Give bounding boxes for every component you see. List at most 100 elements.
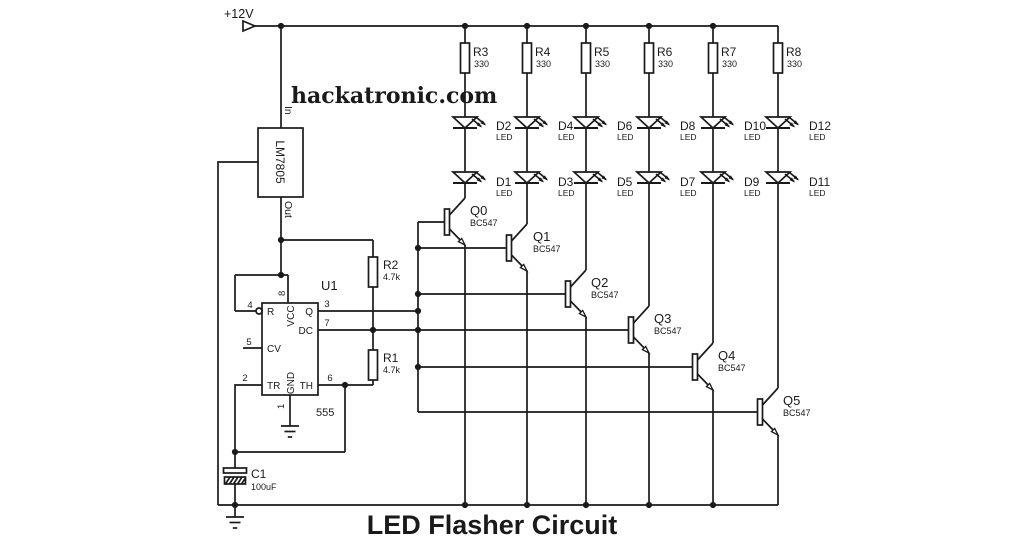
resistor-symbol — [367, 256, 379, 288]
resistor-r7: R7 330 — [707, 42, 737, 74]
regulator-part-label: LM7805 — [273, 140, 287, 184]
led-name: D12 — [809, 119, 831, 133]
led-icon — [573, 116, 608, 129]
led-d7: D7 LED — [636, 171, 697, 198]
led-d3: D3 LED — [514, 171, 575, 198]
pin-name-trigger: TR — [267, 381, 280, 392]
transistor-name: Q2 — [591, 275, 608, 290]
transistor-part: BC547 — [718, 363, 746, 373]
pin-num-control: 5 — [246, 337, 251, 348]
resistor-symbol — [580, 42, 592, 74]
npn-transistor-icon — [443, 197, 466, 246]
junction-dots — [231, 22, 717, 509]
led-icon — [452, 116, 487, 129]
resistor-name: R1 — [383, 351, 399, 365]
reset-inversion-bubble-icon — [255, 307, 263, 315]
pin-name-control: CV — [267, 344, 281, 355]
led-name: D3 — [558, 175, 574, 189]
led-name: D5 — [617, 175, 633, 189]
resistor-symbol — [521, 42, 533, 74]
led-type: LED — [809, 132, 826, 142]
transistor-part: BC547 — [783, 408, 811, 418]
led-type: LED — [617, 188, 634, 198]
led-type: LED — [617, 132, 634, 142]
resistor-name: R8 — [786, 45, 802, 59]
resistor-value: 330 — [658, 59, 673, 69]
resistor-r8: R8 330 — [772, 42, 802, 74]
resistor-value: 4.7k — [383, 365, 401, 375]
power-arrow-icon — [242, 19, 258, 33]
transistor-q4: Q4 BC547 — [691, 342, 746, 391]
regulator-body — [257, 127, 304, 198]
resistor-name: R3 — [473, 45, 489, 59]
led-icon — [765, 171, 800, 184]
transistor-part: BC547 — [470, 218, 498, 228]
ground-icon — [225, 516, 245, 529]
led-icon — [514, 171, 549, 184]
capacitor-value: 100uF — [251, 482, 277, 492]
led-type: LED — [809, 188, 826, 198]
led-name: D2 — [496, 119, 512, 133]
resistor-value: 330 — [536, 59, 551, 69]
led-type: LED — [680, 132, 697, 142]
led-d8: D8 LED — [636, 116, 697, 142]
led-icon — [452, 171, 487, 184]
led-type: LED — [496, 188, 513, 198]
led-type: LED — [558, 188, 575, 198]
npn-transistor-icon — [564, 269, 587, 318]
pin-name-ground: GND — [286, 372, 297, 394]
resistor-r4: R4 330 — [521, 42, 551, 74]
led-d12: D12 LED — [765, 116, 831, 142]
resistor-r6: R6 330 — [643, 42, 673, 74]
pin-name-output: Q — [305, 307, 313, 318]
led-icon — [636, 171, 671, 184]
pin-name-discharge: DC — [299, 326, 313, 337]
led-icon — [573, 171, 608, 184]
led-icon — [514, 116, 549, 129]
led-type: LED — [744, 132, 761, 142]
resistor-symbol — [367, 349, 379, 381]
resistor-name: R5 — [594, 45, 610, 59]
resistor-symbol — [643, 42, 655, 74]
page-title: LED Flasher Circuit — [367, 510, 618, 540]
ic-part-number: 555 — [316, 407, 334, 419]
regulator-pin-in-label: In — [282, 106, 294, 115]
wire-r2-branch — [281, 239, 374, 385]
led-icon — [636, 116, 671, 129]
resistor-name: R4 — [535, 45, 551, 59]
npn-transistor-icon — [756, 387, 779, 436]
power-supply: +12V — [224, 7, 258, 33]
ground-icon — [280, 425, 300, 438]
resistor-name: R7 — [721, 45, 737, 59]
resistor-r5: R5 330 — [580, 42, 610, 74]
resistor-value: 330 — [474, 59, 489, 69]
capacitor-name: C1 — [251, 467, 267, 481]
capacitor-c1: C1 100uF — [222, 467, 277, 492]
transistor-part: BC547 — [591, 290, 619, 300]
led-icon — [765, 116, 800, 129]
transistor-q0: Q0 BC547 — [443, 197, 498, 246]
pin-num-ground: 1 — [276, 404, 287, 409]
ic-designator: U1 — [321, 278, 338, 293]
led-name: D11 — [809, 175, 830, 189]
resistor-r3: R3 330 — [459, 42, 489, 74]
led-icon — [700, 116, 735, 129]
led-d11: D11 LED — [765, 171, 830, 198]
supply-voltage-label: +12V — [224, 7, 254, 21]
resistor-value: 330 — [722, 59, 737, 69]
led-name: D6 — [617, 119, 633, 133]
transistor-name: Q0 — [470, 203, 487, 218]
resistor-symbol — [707, 42, 719, 74]
pin-num-output: 3 — [324, 299, 329, 310]
resistor-name: R6 — [657, 45, 673, 59]
led-type: LED — [744, 188, 761, 198]
watermark: hackatronic.com — [291, 83, 497, 109]
transistor-q5: Q5 BC547 — [756, 387, 811, 436]
resistor-symbol — [772, 42, 784, 74]
npn-transistor-icon — [627, 305, 650, 354]
led-d6: D6 LED — [573, 116, 634, 142]
wire-regulator-gnd — [217, 161, 258, 505]
transistor-q1: Q1 BC547 — [505, 223, 561, 272]
resistor-r1: R1 4.7k — [367, 349, 401, 381]
